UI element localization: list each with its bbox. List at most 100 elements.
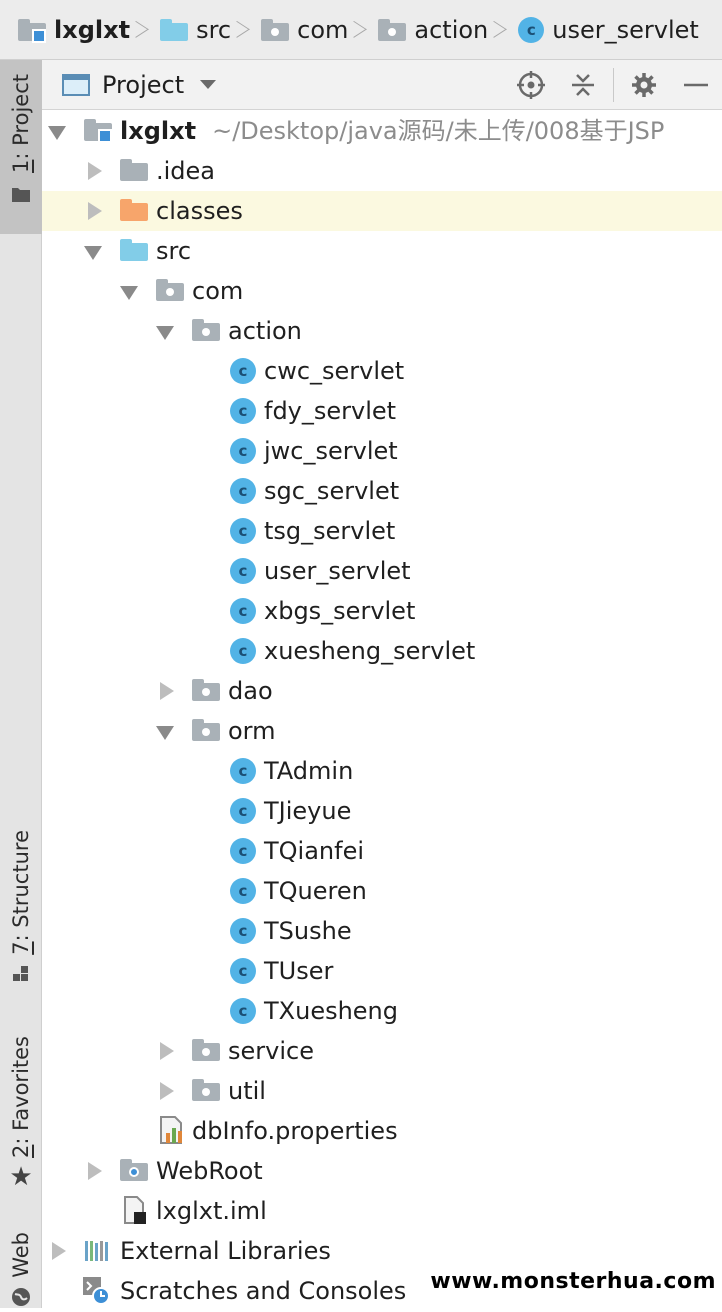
class-icon: c — [230, 878, 256, 904]
breadcrumb-item-user-servlet[interactable]: c user_servlet — [518, 0, 699, 59]
collapsed-arrow-icon[interactable] — [156, 682, 176, 702]
tree-node-service[interactable]: service — [42, 1031, 722, 1071]
tree-node-label: TUser — [264, 951, 333, 991]
module-file-icon — [122, 1199, 150, 1223]
tree-node-class[interactable]: c TSushe — [42, 911, 722, 951]
collapsed-arrow-icon[interactable] — [84, 1162, 104, 1182]
tree-node-class[interactable]: c sgc_servlet — [42, 471, 722, 511]
tree-node-label: jwc_servlet — [264, 431, 398, 471]
tree-node-label: TSushe — [264, 911, 352, 951]
header-toolbar — [505, 60, 722, 110]
class-icon: c — [518, 17, 544, 43]
class-icon: c — [230, 598, 256, 624]
tree-node-label: user_servlet — [264, 551, 411, 591]
tree-node-class[interactable]: c user_servlet — [42, 551, 722, 591]
tab-project-label: 1: Project — [9, 74, 33, 173]
class-icon: c — [230, 918, 256, 944]
hide-button[interactable] — [670, 60, 722, 110]
class-icon: c — [230, 958, 256, 984]
project-tool-header: Project — [42, 60, 722, 110]
breadcrumb-item-com[interactable]: com — [261, 0, 348, 59]
chevron-right-icon — [138, 17, 150, 43]
collapse-all-button[interactable] — [557, 60, 609, 110]
tree-node-class[interactable]: c xbgs_servlet — [42, 591, 722, 631]
tree-node-action[interactable]: action — [42, 311, 722, 351]
star-icon: ★ — [9, 1162, 32, 1192]
tree-node-class[interactable]: c TQianfei — [42, 831, 722, 871]
breadcrumb-item-src[interactable]: src — [160, 0, 231, 59]
class-icon: c — [230, 638, 256, 664]
tree-node-class[interactable]: c TJieyue — [42, 791, 722, 831]
expand-arrow-icon[interactable] — [48, 122, 68, 142]
tab-web[interactable]: Web — [0, 1228, 42, 1308]
library-icon — [84, 1239, 112, 1263]
tree-node-class[interactable]: c TQueren — [42, 871, 722, 911]
tab-project[interactable]: 1: Project — [0, 60, 42, 234]
class-icon: c — [230, 758, 256, 784]
tree-node-dao[interactable]: dao — [42, 671, 722, 711]
settings-button[interactable] — [618, 60, 670, 110]
tab-favorites[interactable]: 2: Favorites ★ — [0, 1032, 42, 1202]
expand-arrow-icon[interactable] — [120, 282, 140, 302]
tree-node-label: dao — [228, 671, 273, 711]
class-icon: c — [230, 998, 256, 1024]
class-icon: c — [230, 518, 256, 544]
toolbar-separator — [613, 68, 614, 102]
breadcrumb-label: lxglxt — [54, 16, 130, 44]
tree-node-orm[interactable]: orm — [42, 711, 722, 751]
package-icon — [192, 1039, 220, 1063]
gear-icon — [630, 71, 658, 99]
tree-node-class[interactable]: c fdy_servlet — [42, 391, 722, 431]
project-tree: lxglxt~/Desktop/java源码/未上传/008基于JSP .ide… — [42, 111, 722, 1311]
tree-node-class[interactable]: c TXuesheng — [42, 991, 722, 1031]
tree-node-com[interactable]: com — [42, 271, 722, 311]
chevron-right-icon — [496, 17, 508, 43]
class-icon: c — [230, 478, 256, 504]
tree-node-label: tsg_servlet — [264, 511, 395, 551]
tree-node-root[interactable]: lxglxt~/Desktop/java源码/未上传/008基于JSP — [42, 111, 722, 151]
tree-node-class[interactable]: c TUser — [42, 951, 722, 991]
tree-node-dbinfo[interactable]: dbInfo.properties — [42, 1111, 722, 1151]
expand-arrow-icon[interactable] — [156, 722, 176, 742]
collapsed-arrow-icon[interactable] — [156, 1082, 176, 1102]
tab-structure[interactable]: 7: Structure — [0, 826, 42, 996]
tree-node-classes[interactable]: classes — [42, 191, 722, 231]
tree-node-label: util — [228, 1071, 266, 1111]
package-icon — [192, 719, 220, 743]
breadcrumb-item-action[interactable]: action — [378, 0, 488, 59]
tree-node-label: lxglxt~/Desktop/java源码/未上传/008基于JSP — [120, 111, 664, 151]
collapsed-arrow-icon[interactable] — [84, 162, 104, 182]
package-icon — [192, 679, 220, 703]
collapsed-arrow-icon[interactable] — [156, 1042, 176, 1062]
chevron-right-icon — [239, 17, 251, 43]
class-icon: c — [230, 398, 256, 424]
tree-node-label: Scratches and Consoles — [120, 1271, 406, 1311]
tree-node-label: xuesheng_servlet — [264, 631, 475, 671]
expand-arrow-icon[interactable] — [84, 242, 104, 262]
tree-node-class[interactable]: c TAdmin — [42, 751, 722, 791]
tree-node-src[interactable]: src — [42, 231, 722, 271]
tool-window-title: Project — [102, 71, 184, 99]
class-icon: c — [230, 438, 256, 464]
tab-web-label: Web — [9, 1232, 33, 1278]
tree-node-label: TAdmin — [264, 751, 353, 791]
breadcrumb-item-lxglxt[interactable]: lxglxt — [18, 0, 130, 59]
tree-node-label: External Libraries — [120, 1231, 331, 1271]
tree-node-class[interactable]: c xuesheng_servlet — [42, 631, 722, 671]
collapsed-arrow-icon[interactable] — [48, 1242, 68, 1262]
tree-node-util[interactable]: util — [42, 1071, 722, 1111]
tree-node-iml[interactable]: lxglxt.iml — [42, 1191, 722, 1231]
dropdown-arrow-icon — [200, 80, 216, 89]
tree-node-class[interactable]: c tsg_servlet — [42, 511, 722, 551]
collapsed-arrow-icon[interactable] — [84, 202, 104, 222]
tree-node-class[interactable]: c cwc_servlet — [42, 351, 722, 391]
tree-node-webroot[interactable]: WebRoot — [42, 1151, 722, 1191]
tree-node-label: xbgs_servlet — [264, 591, 415, 631]
package-icon — [378, 19, 406, 41]
expand-arrow-icon[interactable] — [156, 322, 176, 342]
locate-button[interactable] — [505, 60, 557, 110]
tree-node-external-libraries[interactable]: External Libraries — [42, 1231, 722, 1271]
tree-node-class[interactable]: c jwc_servlet — [42, 431, 722, 471]
tree-node-idea[interactable]: .idea — [42, 151, 722, 191]
view-selector[interactable]: Project — [62, 71, 216, 99]
